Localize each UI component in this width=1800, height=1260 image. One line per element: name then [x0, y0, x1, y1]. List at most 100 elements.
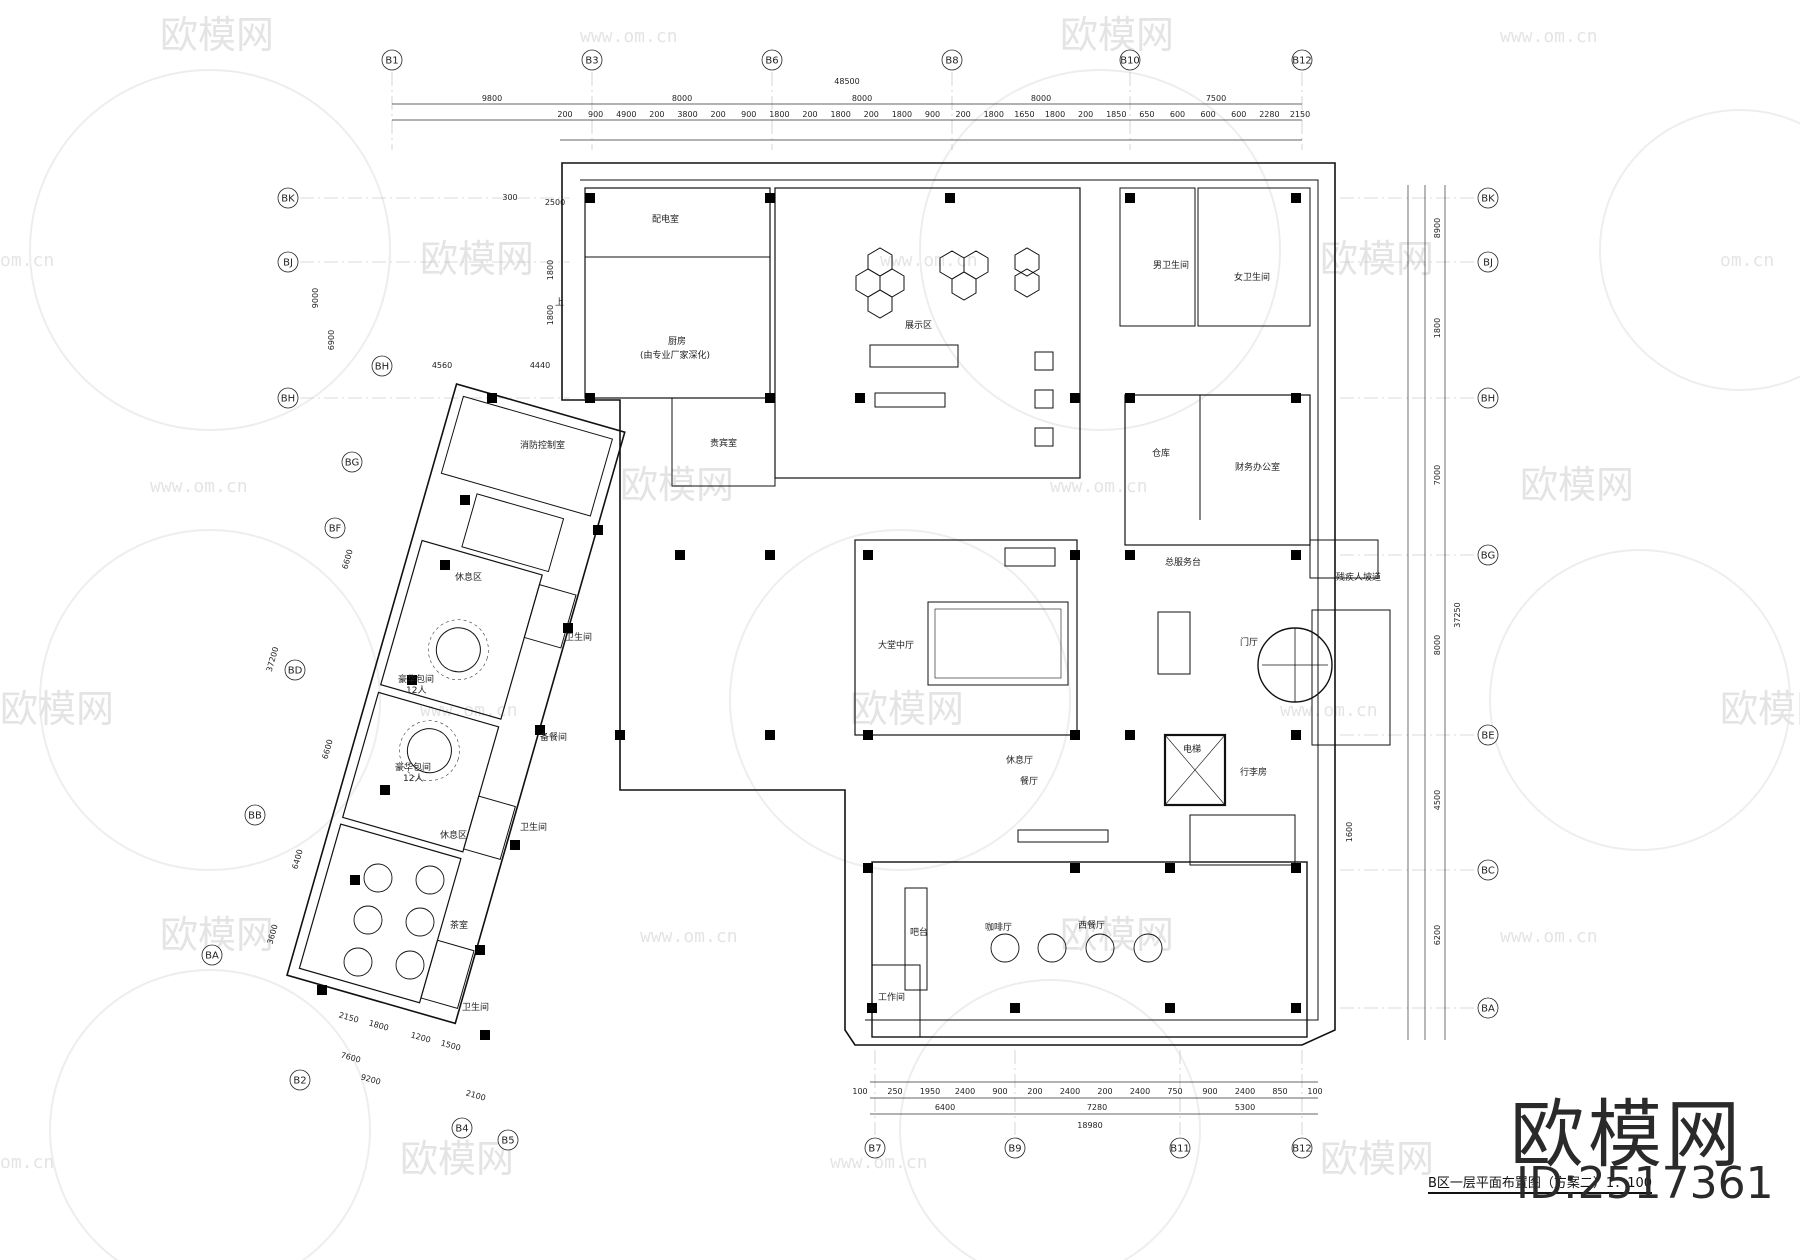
column-0: [585, 193, 595, 203]
vip-dining-2-room: [341, 691, 500, 853]
column-43: [480, 1030, 490, 1040]
column-6: [765, 393, 775, 403]
dimension-lines: [392, 103, 1446, 1115]
dim-right-bay: 8900: [1433, 218, 1442, 238]
west-stair: [461, 493, 565, 573]
dim-left-misc: 6900: [327, 330, 336, 350]
svg-text:BJ: BJ: [283, 258, 293, 269]
room-label-lounge-1: 休息区: [455, 571, 482, 583]
svg-text:B3: B3: [585, 56, 598, 67]
dim-bottom-detail: 200: [1097, 1087, 1112, 1096]
svg-text:B6: B6: [765, 56, 778, 67]
dim-left-misc: 1800: [546, 260, 555, 280]
svg-text:B5: B5: [501, 1136, 514, 1147]
ramp: [1309, 539, 1379, 579]
prep-room: [871, 964, 921, 1038]
west-wc-2: [463, 795, 516, 861]
dim-top-detail: 900: [925, 110, 940, 119]
column-16: [1291, 550, 1301, 560]
room-label-rest-area: 休息厅: [1006, 754, 1033, 766]
cafe-room: [871, 861, 1308, 1038]
axis-grid-lines: [300, 72, 1475, 1135]
room-label-tea: 茶室: [450, 919, 468, 931]
room-label-wc-2: 卫生间: [520, 821, 547, 833]
grid-bubble-wing-b4: B4: [451, 1117, 473, 1139]
room-label-male-wc: 男卫生间: [1153, 259, 1189, 271]
room-label-female-wc: 女卫生间: [1234, 271, 1270, 283]
entry-canopy: [1311, 609, 1391, 746]
room-label-lounge-2: 休息区: [440, 829, 467, 841]
column-28: [1010, 1003, 1020, 1013]
watermark-logo: 欧模网: [160, 13, 274, 57]
bar-counter: [904, 887, 928, 991]
reception-desk-counter: [1004, 547, 1056, 567]
watermark-logo: 欧模网: [1060, 913, 1174, 957]
dim-top-detail: 200: [1078, 110, 1093, 119]
grid-bubble-left-bd-5: BD: [284, 659, 306, 681]
column-12: [765, 550, 775, 560]
svg-text:BJ: BJ: [1483, 258, 1493, 269]
column-33: [440, 560, 450, 570]
room-label-reception: 总服务台: [1165, 556, 1201, 568]
column-3: [1125, 193, 1135, 203]
room-labels: 配电室 厨房 (由专业厂家深化) 展示区 贵宾室 男卫生间 女卫生间 仓库 财务…: [395, 213, 1381, 1013]
model-id: ID:2517361: [1516, 1158, 1774, 1209]
svg-text:B7: B7: [868, 1144, 881, 1155]
svg-text:B12: B12: [1292, 1144, 1312, 1155]
grid-bubble-left-bk-0: BK: [277, 187, 299, 209]
column-2: [945, 193, 955, 203]
dim-wing: 6400: [290, 848, 304, 870]
dim-bottom-bay: 7280: [1087, 1103, 1107, 1112]
column-41: [510, 840, 520, 850]
exhibit-room: [774, 187, 1081, 479]
drawing-title: B区一层平面布置图（方案二）1：100: [1428, 1172, 1653, 1194]
grid-bubble-top-b10: B10: [1119, 49, 1141, 71]
grid-bubble-left-bb-6: BB: [244, 804, 266, 826]
column-38: [593, 525, 603, 535]
room-label-atrium: 大堂中厅: [878, 639, 914, 651]
dim-top-detail: 1800: [769, 110, 789, 119]
column-29: [1165, 1003, 1175, 1013]
grid-bubble-bottom-b9: B9: [1004, 1137, 1026, 1159]
svg-text:BA: BA: [1481, 1004, 1495, 1015]
room-label-ramp: 残疾人坡道: [1336, 571, 1381, 583]
room-label-service: 备餐间: [540, 731, 567, 743]
svg-text:B10: B10: [1120, 56, 1140, 67]
dim-bottom-detail: 900: [992, 1087, 1007, 1096]
vip-dining-1-room: [379, 539, 543, 720]
column-22: [1291, 730, 1301, 740]
grid-bubble-top-b8: B8: [941, 49, 963, 71]
grid-bubble-wing-b2: B2: [289, 1069, 311, 1091]
dim-wing: 6600: [340, 548, 354, 570]
dim-bottom-detail: 850: [1272, 1087, 1287, 1096]
column-19: [863, 730, 873, 740]
storage-office-block: [1124, 394, 1311, 546]
dim-top-detail: 600: [1231, 110, 1246, 119]
dim-right-bay: 4500: [1433, 790, 1442, 810]
column-32: [460, 495, 470, 505]
dim-bottom-detail: 900: [1202, 1087, 1217, 1096]
watermark-url: www.om.cn: [1500, 926, 1598, 947]
dim-bottom-detail: 250: [887, 1087, 902, 1096]
watermark-logo: 欧模网: [1320, 1137, 1434, 1181]
dim-top-detail: 1850: [1106, 110, 1126, 119]
lobby-feature: [1157, 611, 1191, 675]
dim-top-bay: 9800: [482, 94, 502, 103]
watermark-circles: [29, 69, 1800, 1260]
column-36: [350, 875, 360, 885]
dim-top-detail: 900: [741, 110, 756, 119]
dim-top-detail: 1800: [1045, 110, 1065, 119]
dim-top-detail: 600: [1200, 110, 1215, 119]
room-label-coffee: 咖啡厅: [985, 921, 1012, 933]
column-42: [475, 945, 485, 955]
watermark-logo: 欧模网: [1320, 237, 1434, 281]
dim-wing: 1500: [440, 1038, 462, 1052]
svg-text:BK: BK: [281, 194, 295, 205]
vip-room: [671, 397, 776, 487]
elevator-shaft: [1163, 733, 1227, 807]
dim-top-detail: 1650: [1014, 110, 1034, 119]
svg-text:BG: BG: [1481, 551, 1495, 562]
exhibit-display-hexes: [855, 247, 1054, 447]
dim-wing: 2100: [465, 1088, 487, 1102]
